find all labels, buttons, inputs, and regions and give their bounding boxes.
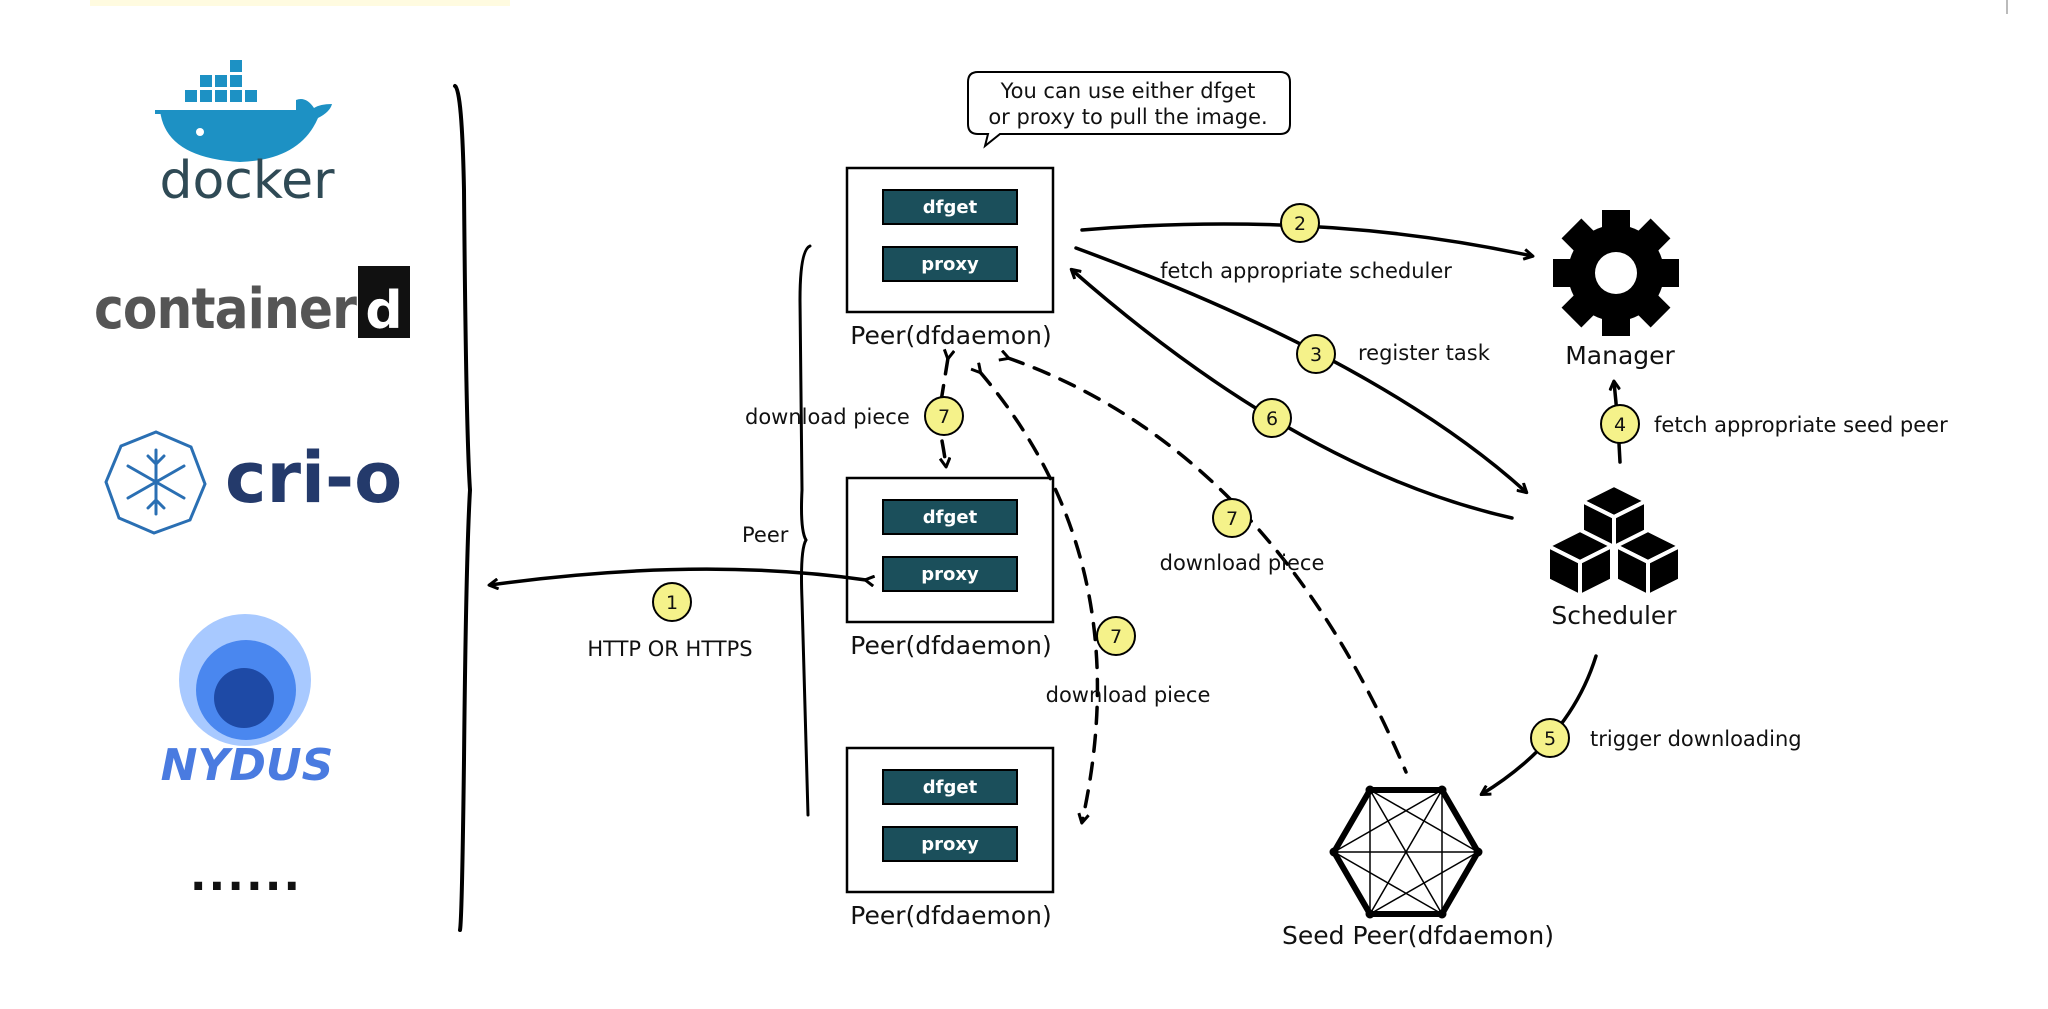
top-highlight [90,0,510,6]
peer-box-3: dfget proxy Peer(dfdaemon) [845,746,1055,930]
containerd-mark: d [365,281,402,341]
step-badge [1530,718,1570,758]
containerd-mark-box [358,266,410,338]
peer-label: Peer(dfdaemon) [850,321,1051,350]
mesh-hexagon-icon [1329,785,1483,919]
dfget-label: dfget [923,197,978,218]
step-4: 4 fetch appropriate seed peer [1600,404,1948,444]
svg-text:4: 4 [1614,414,1626,436]
docker-logo: docker [155,58,335,211]
seed-peer-label: Seed Peer(dfdaemon) [1282,921,1554,950]
step-label: fetch appropriate seed peer [1654,413,1948,437]
peer-label: Peer(dfdaemon) [850,631,1051,660]
peer-group-label: Peer [742,523,789,547]
peer-group-brace [798,244,812,817]
step-label: download piece [1046,683,1211,707]
step-label: download piece [745,405,910,429]
step-label: trigger downloading [1590,727,1802,751]
dfget-button[interactable] [882,189,1018,225]
step-badge [1296,334,1336,374]
more-runtimes: ...... [190,850,302,901]
step-badge [1096,616,1136,656]
callout-line-1: You can use either dfget [1000,79,1256,103]
step-7b: 7 download piece [1160,498,1325,575]
gear-icon [1553,210,1679,336]
manager-node: Manager [1553,210,1679,370]
dashed-arrow-peer1-peer3 [980,372,1100,822]
proxy-label: proxy [921,564,979,585]
containerd-text: container [94,277,357,342]
proxy-label: proxy [921,254,979,275]
scheduler-node: Scheduler [1546,483,1682,630]
containerd-logo: container d [94,266,410,342]
step-label: HTTP OR HTTPS [587,637,752,661]
scheduler-label: Scheduler [1551,601,1677,630]
nydus-logo: NYDUS [161,614,334,791]
arrow-register-task [1074,246,1526,492]
svg-text:3: 3 [1310,344,1322,366]
svg-text:6: 6 [1266,408,1278,430]
runtime-bracket [453,84,473,932]
step-badge [924,396,964,436]
svg-text:7: 7 [1226,508,1238,530]
nydus-text: NYDUS [161,740,334,791]
snowflake-icon [126,448,186,516]
step-label: download piece [1160,551,1325,575]
cubes-icon [1546,483,1682,598]
proxy-label: proxy [921,834,979,855]
crio-logo: cri-o [104,430,402,535]
step-5: 5 trigger downloading [1530,718,1802,758]
step-badge [1212,498,1252,538]
step-label: fetch appropriate scheduler [1160,259,1452,283]
step-badge [1252,398,1292,438]
whale-icon [160,99,332,162]
svg-text:5: 5 [1544,728,1556,750]
step-badge [1600,404,1640,444]
callout-bubble: You can use either dfget or proxy to pul… [967,71,1291,149]
crio-text: cri-o [225,437,402,519]
step-1: 1 HTTP OR HTTPS [587,582,753,661]
svg-text:2: 2 [1294,213,1306,235]
step-label: register task [1358,341,1491,365]
svg-text:1: 1 [666,592,678,614]
callout-line-2: or proxy to pull the image. [988,105,1267,129]
step-badge [652,582,692,622]
seed-peer-node: Seed Peer(dfdaemon) [1282,785,1554,950]
step-badge [1280,203,1320,243]
peer-label: Peer(dfdaemon) [850,901,1051,930]
arrow-http [490,567,866,585]
dfget-label: dfget [923,507,978,528]
step-7c: 7 download piece [1046,616,1211,707]
arrow-six [1072,270,1514,520]
arrows [490,222,1622,794]
svg-text:7: 7 [938,406,950,428]
docker-text: docker [159,151,335,211]
dfget-label: dfget [923,777,978,798]
proxy-button[interactable] [882,246,1018,282]
manager-label: Manager [1565,341,1675,370]
svg-text:7: 7 [1110,626,1122,648]
peer-box-2: dfget proxy Peer(dfdaemon) [845,476,1055,660]
step-7a: 7 download piece [745,396,964,436]
proxy-button[interactable] [882,826,1018,862]
step-3: 3 register task [1296,334,1491,374]
peer-box-1: dfget proxy Peer(dfdaemon) [845,166,1055,350]
step-6: 6 [1252,398,1292,438]
step-2: 2 fetch appropriate scheduler [1160,203,1452,283]
